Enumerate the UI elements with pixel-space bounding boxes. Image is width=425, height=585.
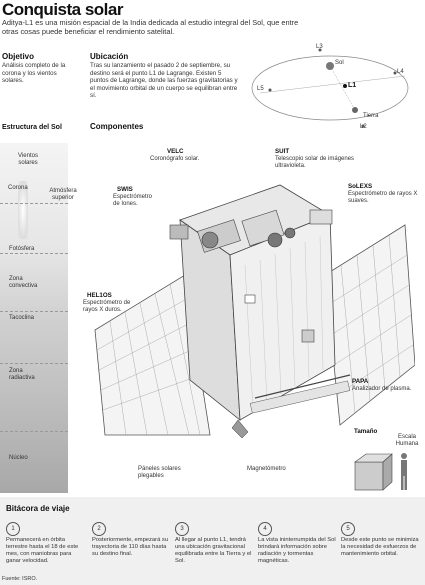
- suit-desc: Telescopio solar de imágenes ultraviolet…: [275, 156, 355, 169]
- solexs-desc: Espectrómetro de rayos X suaves.: [348, 191, 418, 204]
- solexs-name: SoLEXS: [348, 183, 373, 190]
- layer-vientos: Vientos solares: [18, 153, 38, 166]
- l3-point: [318, 48, 322, 52]
- magnetometro-label: Magnetómetro: [247, 466, 286, 472]
- swis-instrument: [169, 224, 189, 240]
- layer-convectiva: Zona convectiva: [9, 276, 38, 289]
- layer-radiactiva: Zona radiactiva: [9, 368, 35, 381]
- layer-fotosfera: Fotósfera: [9, 246, 35, 252]
- l1-label: L1: [348, 82, 357, 89]
- l4-point: [393, 71, 397, 75]
- objetivo-text: Análisis completo de la corona y los vie…: [2, 62, 66, 85]
- escala-label: Escala Humana: [395, 434, 419, 447]
- sun-structure-column: [0, 143, 68, 493]
- velc-desc: Coronógrafo solar.: [150, 156, 200, 162]
- l5-label: L5: [257, 86, 264, 92]
- page-subtitle: Aditya-L1 es una misión espacial de la I…: [2, 18, 299, 36]
- layer-atmosfera: Atmósfera superior: [49, 188, 77, 201]
- sun-icon: [326, 62, 334, 70]
- hel1os-desc: Espectrómetro de rayos X duros.: [83, 300, 131, 313]
- human-icon: [401, 453, 407, 459]
- source-note: Fuente: ISRO.: [2, 576, 38, 582]
- objetivo-heading: Objetivo: [2, 52, 35, 61]
- ubicacion-heading: Ubicación: [90, 52, 129, 61]
- layer-nucleo: Núcleo: [9, 455, 28, 461]
- swis-name: SWIS: [117, 186, 133, 193]
- swis-desc: Espectrómetro de Iones.: [113, 194, 153, 207]
- left-solar-panel: [94, 274, 211, 436]
- bitacora-heading: Bitácora de viaje: [6, 504, 70, 513]
- l2-label: L2: [360, 124, 367, 130]
- size-comparison: [354, 453, 407, 491]
- orbit-axis: [259, 75, 406, 94]
- tamano-heading: Tamaño: [354, 428, 378, 435]
- tierra-label: Tierra: [363, 113, 379, 119]
- componentes-heading: Componentes: [90, 122, 144, 131]
- l3-label: L3: [316, 44, 323, 50]
- l5-point: [268, 88, 272, 92]
- estructura-heading: Estructura del Sol: [2, 124, 62, 131]
- satellite-size-icon: [354, 461, 384, 491]
- satellite-illustration: [94, 184, 415, 439]
- l4-label: L4: [397, 69, 404, 75]
- hel1os-name: HEL1OS: [87, 292, 112, 299]
- suit-name: SUIT: [275, 148, 290, 155]
- layer-tacoclina: Tacoclina: [9, 315, 35, 321]
- paneles-label: Páneles solares plegables: [138, 466, 181, 479]
- hel1os-instrument: [244, 294, 256, 304]
- magnetometer-boom: [254, 374, 351, 399]
- right-solar-panel: [324, 224, 415, 426]
- velc-name: VELC: [167, 148, 184, 155]
- papa-instrument: [301, 329, 315, 343]
- earth-icon: [352, 107, 358, 113]
- layer-corona: Corona: [8, 185, 28, 191]
- papa-name: PAPA: [352, 378, 369, 385]
- bitacora-section: [0, 497, 425, 585]
- l1-point: [343, 84, 347, 88]
- page-title: Conquista solar: [2, 0, 123, 19]
- solexs-instrument: [309, 209, 333, 225]
- ubicacion-text: Tras su lanzamiento el pasado 2 de septi…: [90, 62, 238, 100]
- papa-desc: Analizador de plasma.: [352, 386, 412, 392]
- l2-point: [361, 124, 365, 128]
- sol-label: Sol: [335, 60, 344, 66]
- orbit-ellipse: [251, 55, 409, 121]
- lagrange-orbit-diagram: [251, 48, 409, 128]
